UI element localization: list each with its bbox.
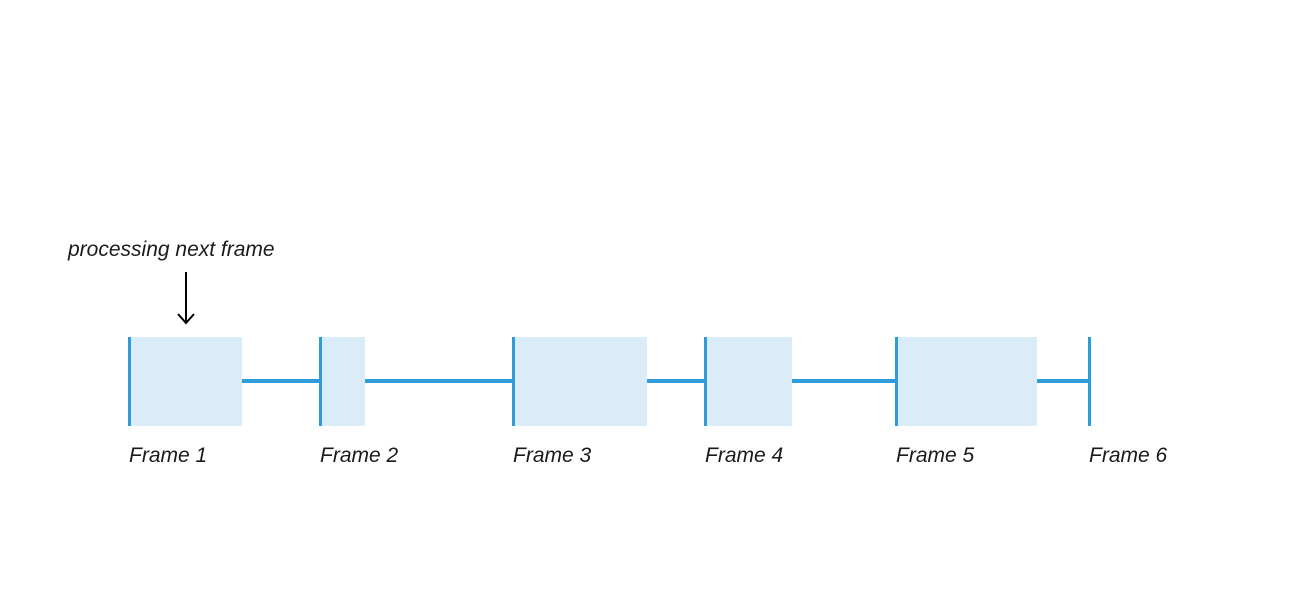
- frame-tick-4: [704, 337, 707, 426]
- frame-tick-3: [512, 337, 515, 426]
- frame-label-1: Frame 1: [129, 444, 208, 467]
- processing-block-frame-3: [514, 337, 647, 426]
- down-arrow-icon: [177, 272, 195, 325]
- frame-label-3: Frame 3: [513, 444, 592, 467]
- processing-annotation-label: processing next frame: [68, 238, 275, 261]
- frame-label-4: Frame 4: [705, 444, 784, 467]
- frame-tick-1: [128, 337, 131, 426]
- processing-block-frame-1: [130, 337, 242, 426]
- frame-label-2: Frame 2: [320, 444, 399, 467]
- processing-block-frame-4: [706, 337, 792, 426]
- frame-tick-6: [1088, 337, 1091, 426]
- processing-block-frame-2: [321, 337, 365, 426]
- frame-tick-5: [895, 337, 898, 426]
- frame-label-5: Frame 5: [896, 444, 975, 467]
- frame-label-6: Frame 6: [1089, 444, 1168, 467]
- frame-tick-2: [319, 337, 322, 426]
- processing-block-frame-5: [897, 337, 1037, 426]
